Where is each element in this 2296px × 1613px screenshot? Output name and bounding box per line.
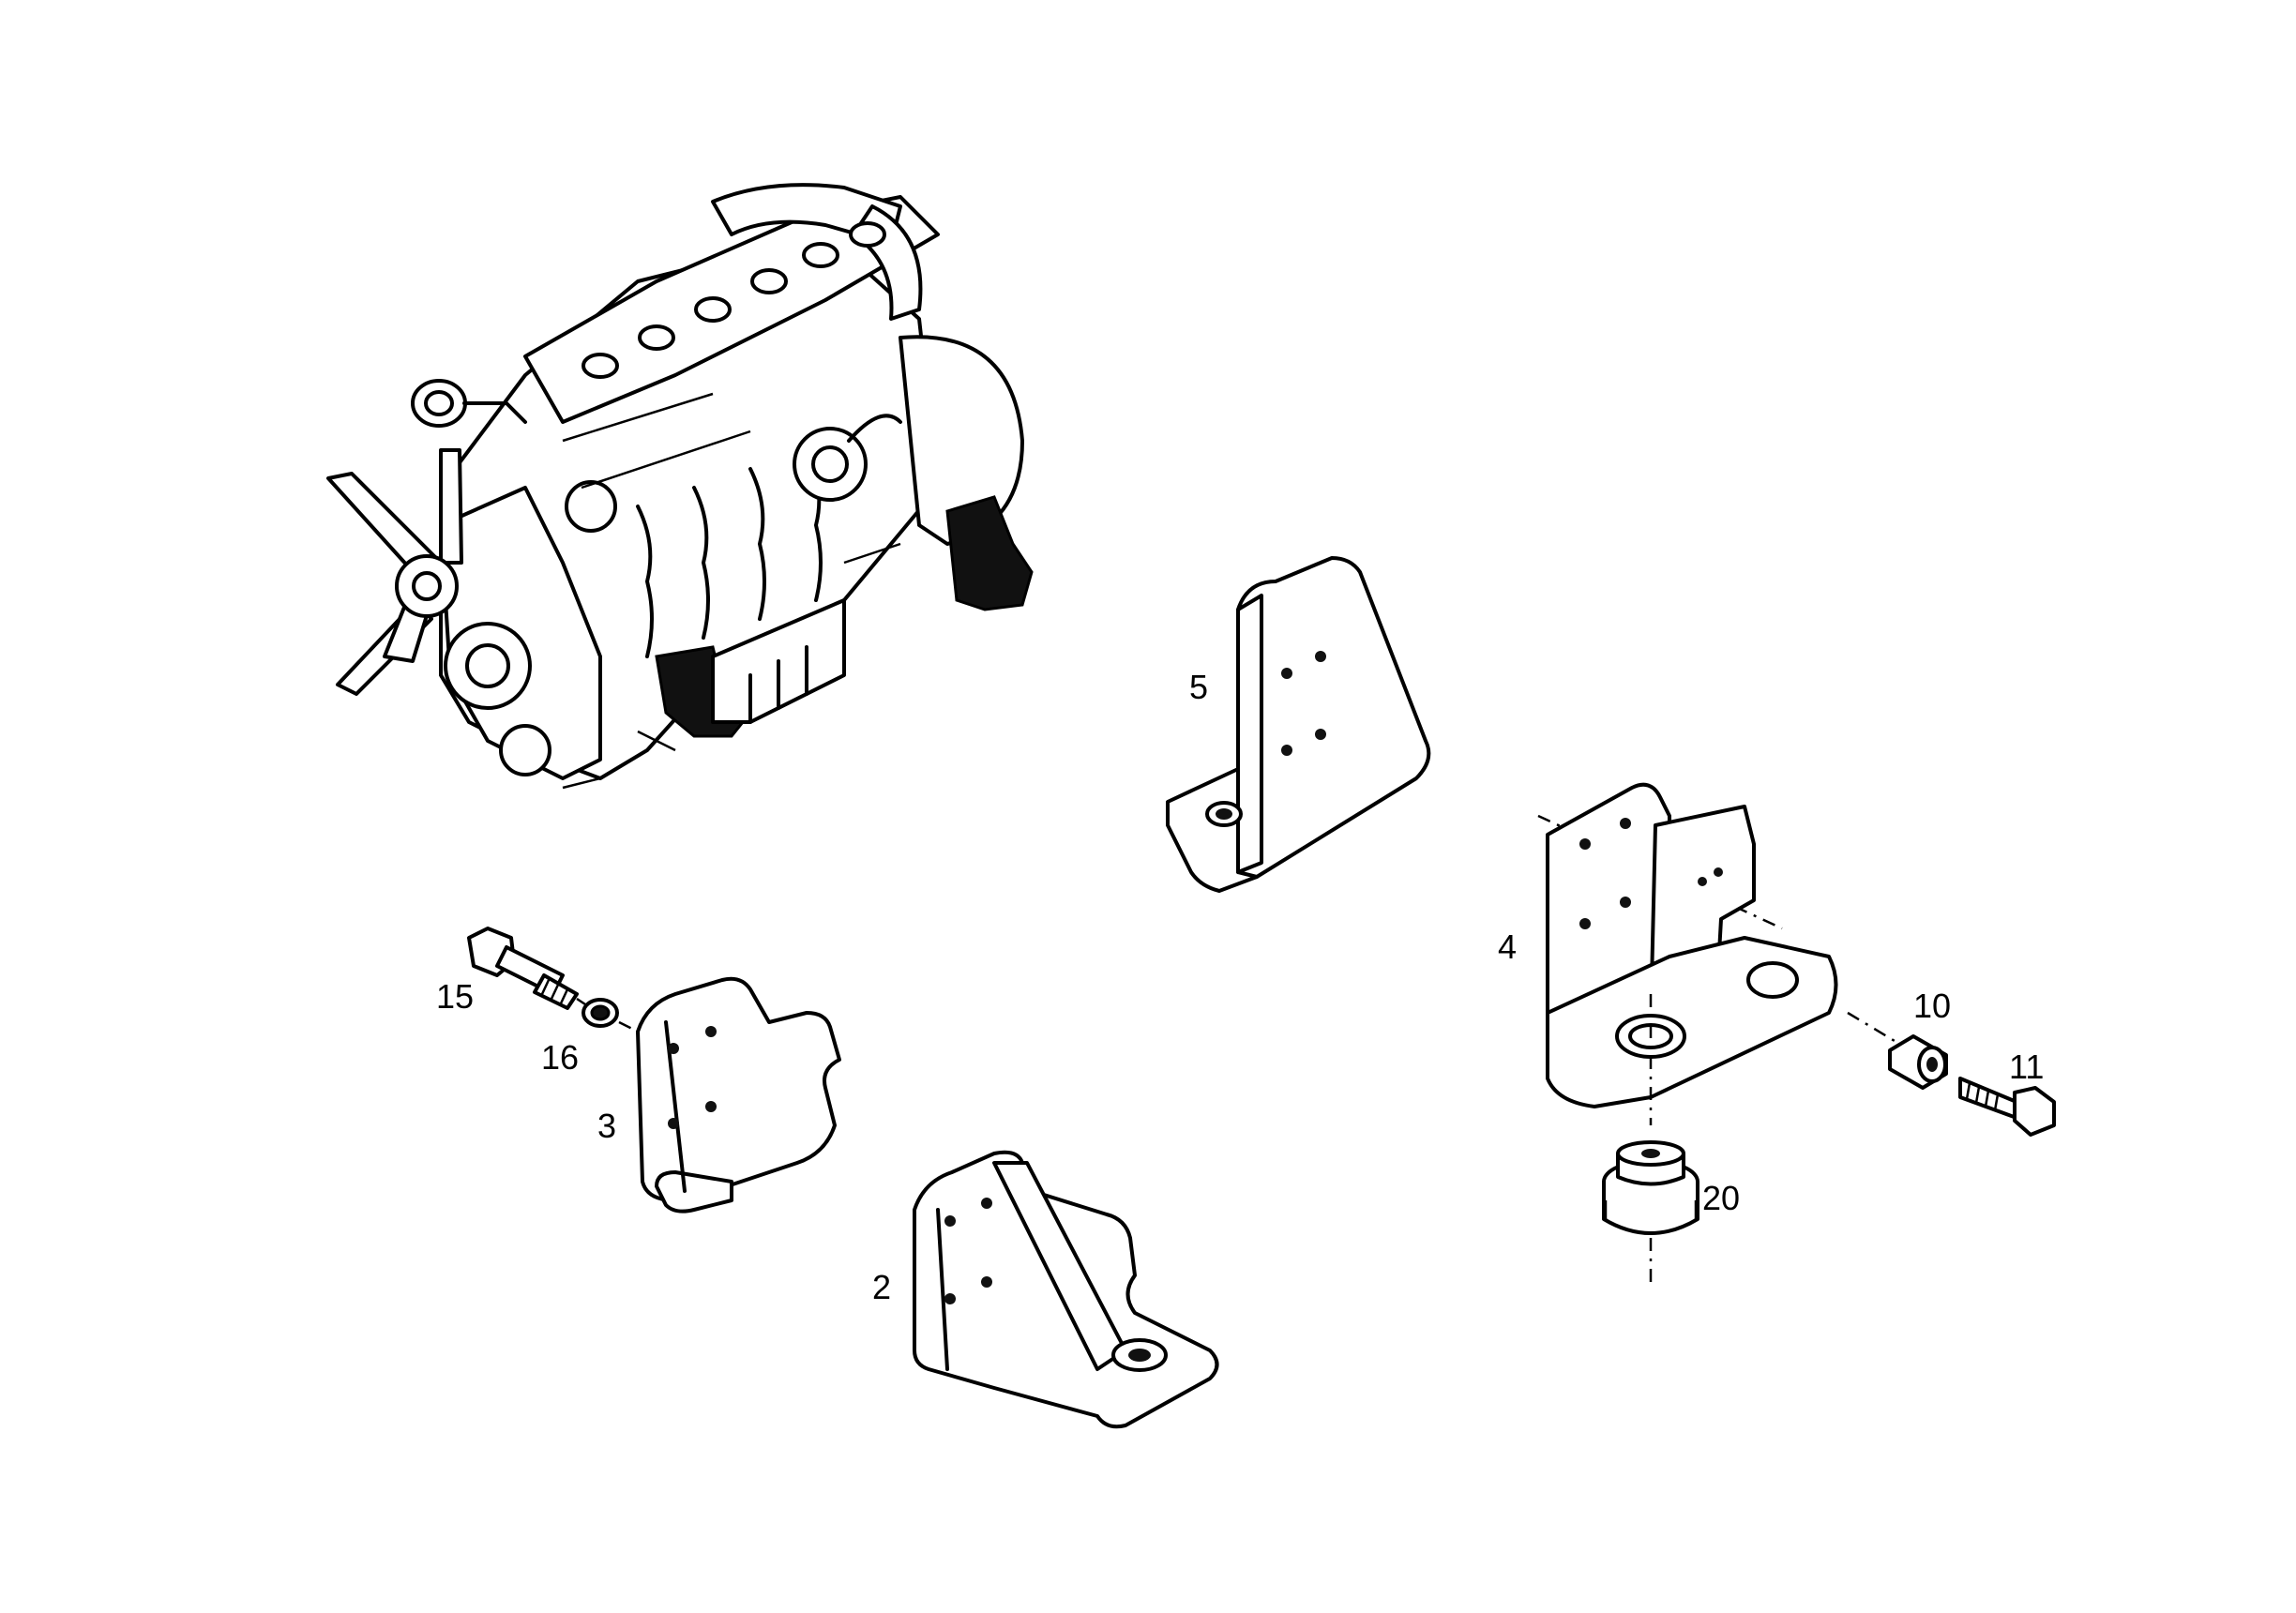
part-5-bracket — [1166, 556, 1431, 893]
callout-5: 5 — [1189, 668, 1208, 706]
callout-3: 3 — [597, 1107, 616, 1145]
callout-4: 4 — [1498, 927, 1517, 966]
part-10-spacer — [1888, 1034, 1948, 1090]
coolant-outlet — [411, 379, 527, 428]
callout-labels: 5 4 10 11 20 15 16 3 2 — [436, 668, 2044, 1306]
rear-engine-mount — [945, 495, 1034, 611]
turbocharger — [793, 414, 902, 502]
callout-2: 2 — [872, 1268, 891, 1306]
part-4-bracket — [1537, 782, 1896, 1125]
part-2-bracket — [913, 1150, 1219, 1429]
part-16-washer — [582, 998, 639, 1033]
callout-11: 11 — [2009, 1048, 2044, 1086]
callout-10: 10 — [1913, 987, 1951, 1025]
part-20-rubber-mount — [1602, 1140, 1699, 1285]
callout-16: 16 — [541, 1038, 579, 1077]
callout-15: 15 — [436, 977, 474, 1016]
cylinder-ports — [582, 221, 886, 379]
part-3-bracket — [636, 976, 841, 1214]
engine-illustration — [326, 183, 1034, 790]
cooling-fan — [326, 448, 463, 696]
part-15-bolt — [467, 927, 592, 1010]
part-11-bolt — [1958, 1077, 2056, 1137]
callout-20: 20 — [1702, 1179, 1740, 1217]
